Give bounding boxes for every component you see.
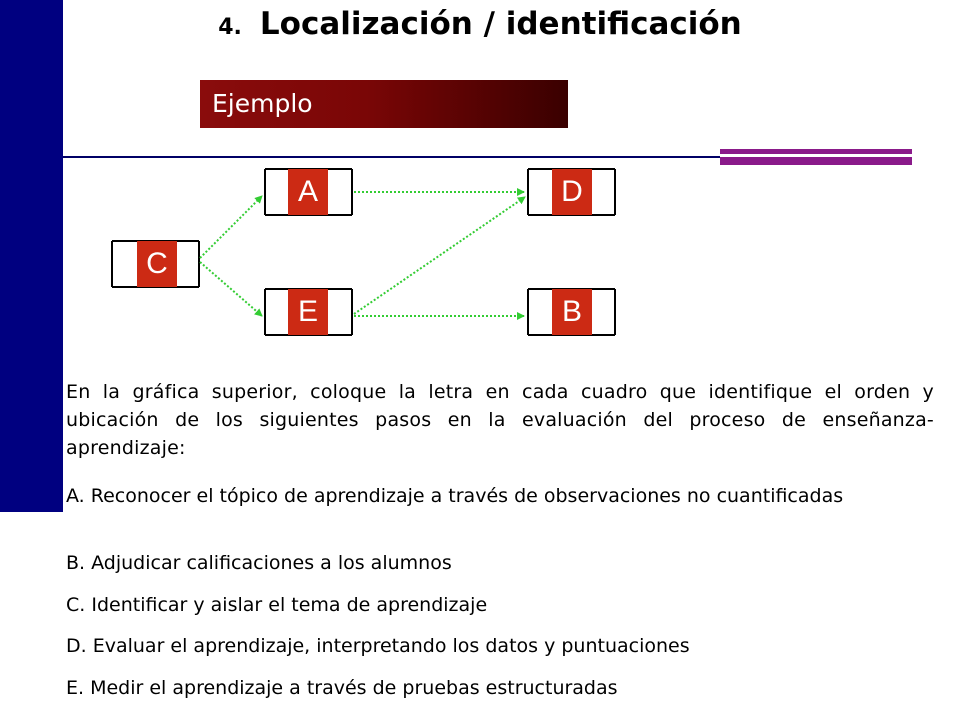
node-label-d: D [552, 169, 592, 215]
example-banner: Ejemplo [200, 80, 568, 128]
divider-accent [720, 149, 912, 165]
step-item-c: C. Identificar y aislar el tema de apren… [66, 594, 488, 616]
step-item-d: D. Evaluar el aprendizaje, interpretando… [66, 635, 690, 657]
divider-line [63, 156, 912, 158]
edge-e-d [353, 196, 526, 315]
node-label-e: E [288, 289, 328, 335]
node-label-a: A [288, 169, 328, 215]
step-item-e: E. Medir el aprendizaje a través de prue… [66, 677, 618, 699]
step-item-b: B. Adjudicar calificaciones a los alumno… [66, 552, 452, 574]
left-sidebar-band [0, 0, 63, 512]
slide-number: 4. [218, 15, 242, 40]
node-label-c: C [137, 241, 177, 287]
slide-title: 4. Localización / identificación [0, 6, 960, 42]
flow-diagram [111, 168, 616, 336]
step-item-a: A. Reconocer el tópico de aprendizaje a … [66, 485, 844, 507]
edge-c-e [199, 261, 263, 317]
edge-c-a [199, 195, 263, 259]
instruction-paragraph: En la gráfica superior, coloque la letra… [66, 381, 934, 459]
node-label-b: B [552, 289, 592, 335]
slide-title-text: Localización / identificación [259, 6, 742, 42]
